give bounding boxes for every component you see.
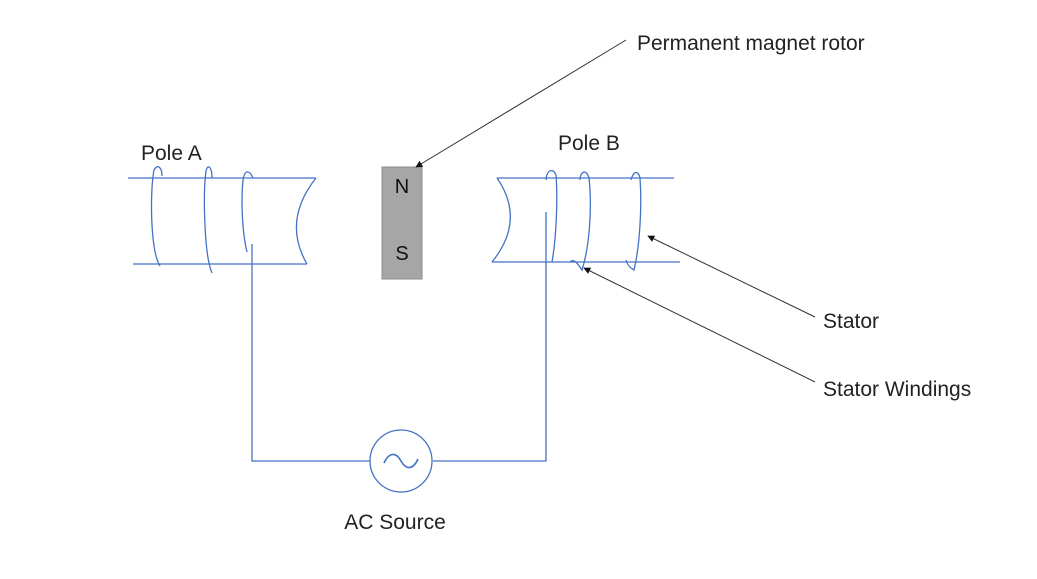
pole-b-windings — [545, 169, 642, 272]
stator-windings-leader-arrow — [583, 267, 816, 383]
pole-b-label: Pole B — [558, 132, 620, 155]
pole-a-stator — [128, 177, 317, 265]
pole-a-winding-turn — [203, 166, 213, 274]
ac-source — [369, 429, 433, 493]
rotor-leader-arrow — [415, 39, 627, 168]
rotor-north-label: N — [395, 176, 409, 198]
permanent-magnet-rotor: N S — [381, 166, 423, 280]
pole-a-label: Pole A — [141, 142, 202, 165]
rotor-south-label: S — [395, 243, 408, 265]
wire-right — [433, 212, 547, 462]
stator-leader-arrow — [647, 235, 816, 318]
stator-label: Stator — [823, 310, 879, 333]
stator-windings-label: Stator Windings — [823, 378, 971, 401]
sine-wave-in-circle-icon — [383, 453, 419, 469]
pole-a-winding-turn — [150, 166, 163, 267]
rotor-label: Permanent magnet rotor — [637, 32, 865, 55]
leader-arrows — [415, 39, 816, 383]
pole-b-winding-turn — [545, 169, 558, 263]
wire-left — [251, 244, 370, 462]
pole-b-winding-turn — [569, 171, 591, 272]
pole-b-winding-turn — [625, 171, 642, 271]
pole-b-stator — [491, 177, 680, 263]
pole-a-windings — [150, 166, 254, 274]
ac-source-label: AC Source — [344, 511, 446, 534]
circuit-wires — [251, 212, 547, 462]
pole-a-winding-turn — [241, 171, 254, 253]
